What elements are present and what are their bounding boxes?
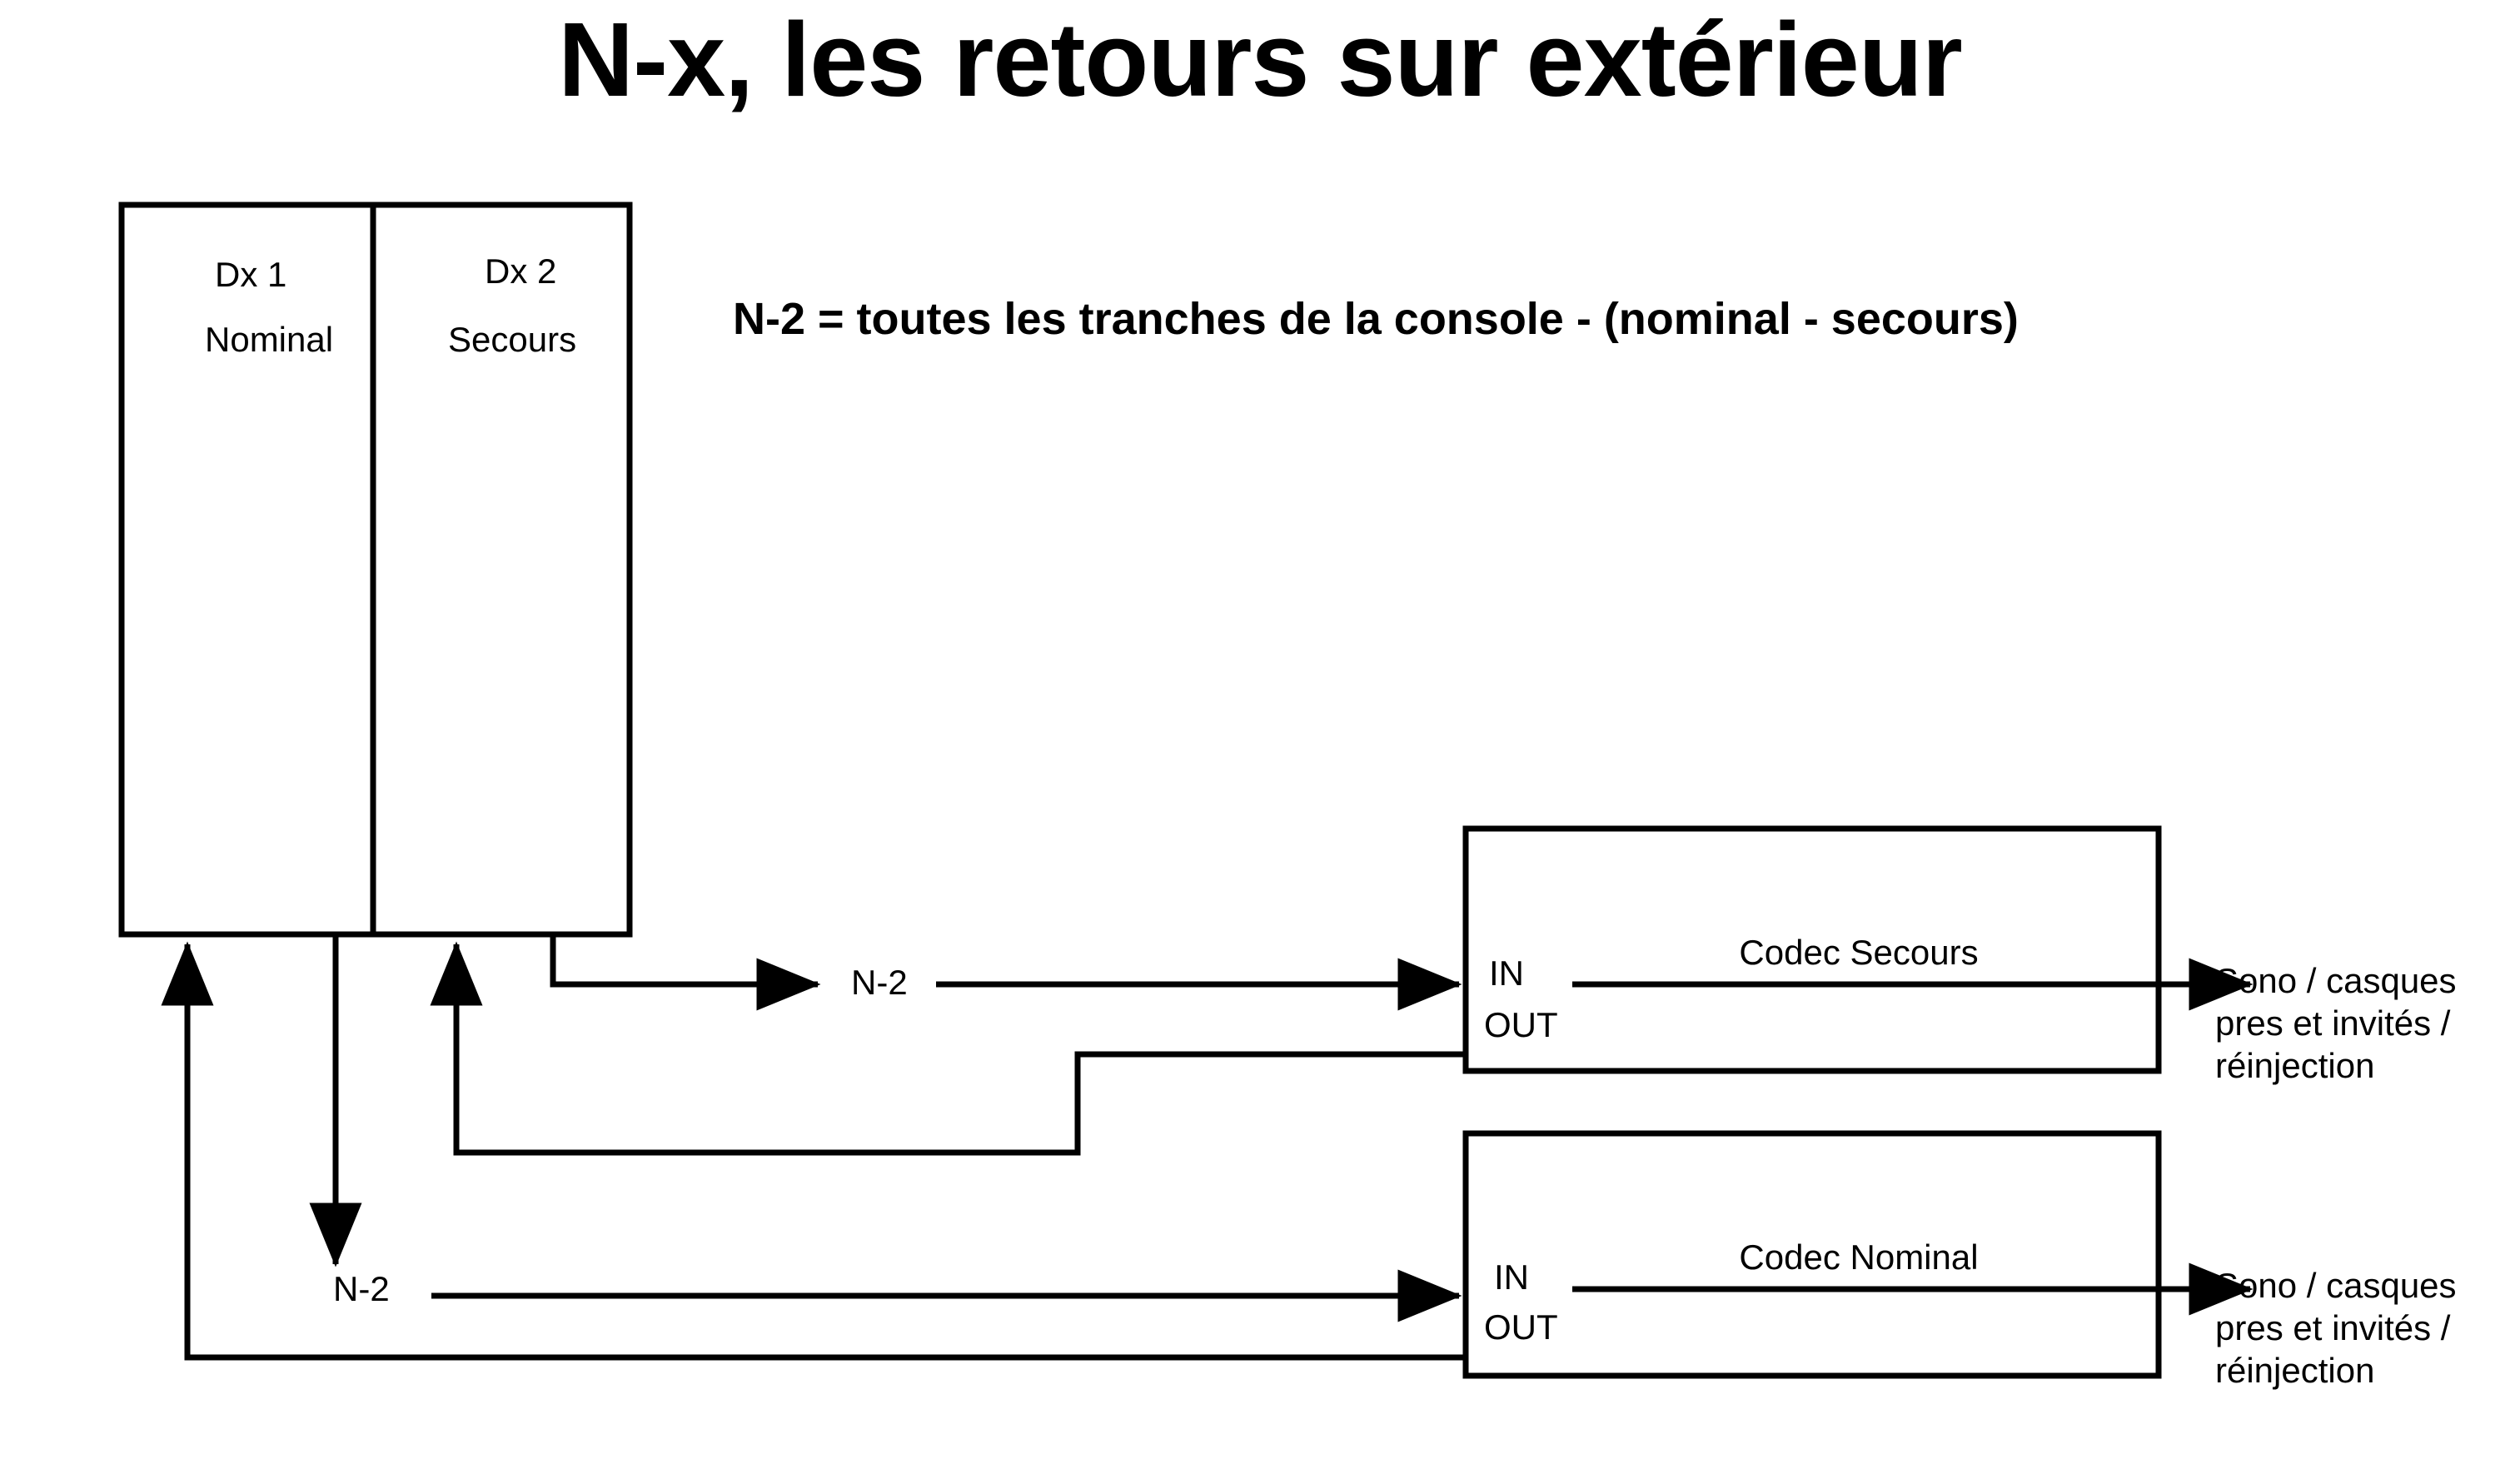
wire-console-to-n2-secours (550, 934, 821, 1011)
formula-note: N-2 = toutes les tranches de la console … (733, 294, 2019, 344)
codec-secours-box (1462, 825, 2162, 1074)
codec-nominal-in-label: IN (1494, 1257, 1529, 1297)
console-dx2-name: Dx 2 (485, 251, 557, 291)
codec-nominal-out-label: OUT (1484, 1307, 1558, 1347)
codec-nominal-output-destination: Sono / casques pres et invités / réinjec… (2215, 1266, 2457, 1391)
wire-nominal-out-to-console (161, 941, 1464, 1361)
signal-label-n2-nominal: N-2 (333, 1269, 390, 1308)
codec-secours-output-destination: Sono / casques pres et invités / réinjec… (2215, 961, 2457, 1086)
codec-secours-in-label: IN (1489, 954, 1524, 993)
codec-nominal-title: Codec Nominal (1739, 1237, 1979, 1277)
codec-secours-title: Codec Secours (1739, 933, 1979, 972)
console-dx2-role: Secours (448, 320, 577, 359)
codec-nominal-box (1462, 1130, 2162, 1379)
wire-secours-out-to-console (430, 941, 1464, 1156)
console-dx1-role: Nominal (205, 320, 334, 359)
signal-label-n2-secours: N-2 (851, 963, 908, 1002)
page-title: N-x, les retours sur extérieur (558, 1, 1963, 118)
codec-secours-out-label: OUT (1484, 1005, 1558, 1044)
console-dx1-name: Dx 1 (215, 255, 287, 294)
